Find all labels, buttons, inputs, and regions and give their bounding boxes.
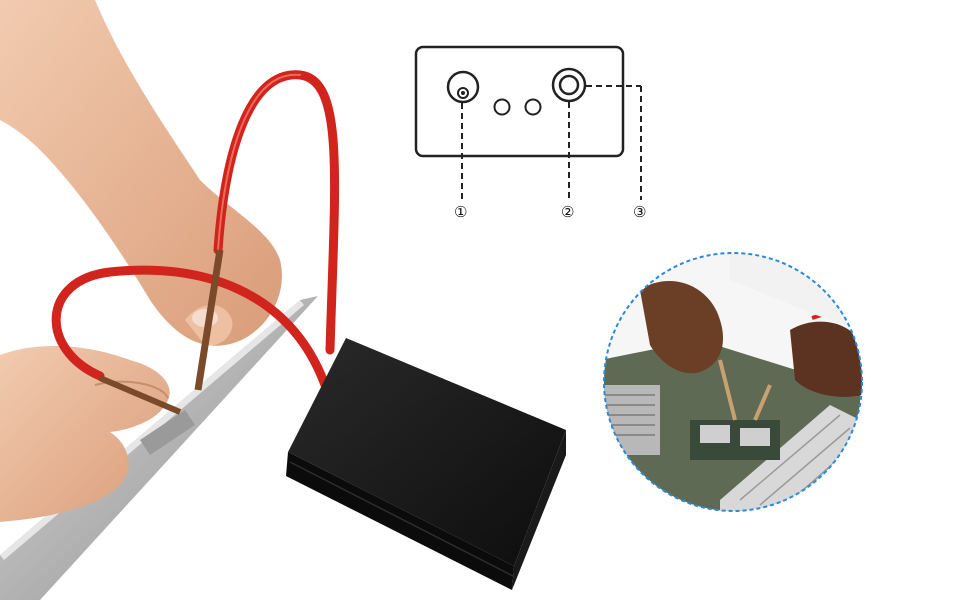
callout-label-3: ③ [633,203,647,221]
inset-border [603,252,863,512]
indicator-hole-2 [524,98,542,116]
output-socket-2 [551,67,587,103]
indicator-hole-1 [493,98,511,116]
callout-label-2: ② [561,203,575,221]
control-box [286,338,566,590]
schematic-diagram [414,45,642,200]
welding-pens [98,249,224,415]
output-socket-1 [446,70,480,104]
panel-outline [414,45,625,158]
red-cables [51,70,340,390]
callout-label-1: ① [454,203,468,221]
inset-photo [603,252,863,512]
